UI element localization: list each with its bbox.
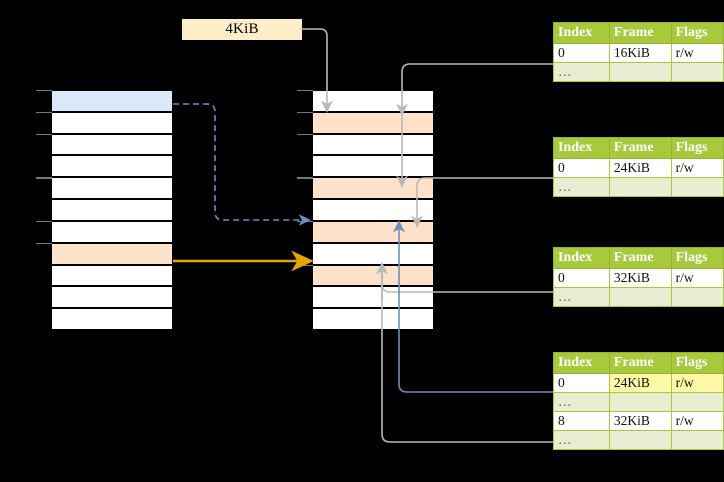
page-table-1-cell-1-2 (670, 62, 724, 82)
page-table-4-header-2: Flags (670, 352, 724, 374)
page-table-4-cell-0-0: 0 (553, 373, 610, 393)
virtual-page-row-9 (52, 264, 172, 287)
page-table-1-cell-1-1 (608, 62, 672, 82)
physical-frame-row-11 (313, 308, 433, 330)
page-size-label: 4KiB (182, 19, 302, 40)
virtual-page-row-6 (52, 199, 172, 221)
page-table-1-row-1: … (553, 62, 724, 82)
page-table-2-cell-1-1 (608, 177, 672, 197)
page-table-1-header-2: Flags (670, 22, 724, 44)
page-table-4-cell-2-1: 32KiB (608, 411, 672, 431)
page-table-3-cell-1-1 (608, 287, 672, 307)
page-table-4-cell-1-2 (670, 392, 724, 412)
physical-frame-row-4 (313, 155, 433, 178)
virtual-page-row-11 (52, 308, 172, 330)
page-table-3-cell-0-2: r/w (670, 268, 724, 288)
page-table-3-row-1: … (553, 287, 724, 307)
mid-tick-1 (297, 90, 313, 92)
mid-tick-9 (297, 264, 313, 266)
page-table-3-cell-0-0: 0 (553, 268, 610, 288)
page-table-3-header-1: Frame (608, 247, 672, 269)
page-table-4-header-0: Index (553, 352, 610, 374)
page-table-2-cell-1-0: … (553, 177, 610, 197)
left-tick-3 (36, 133, 52, 136)
page-table-1-cell-0-0: 0 (553, 43, 610, 63)
page-table-3-cell-1-0: … (553, 287, 610, 307)
page-table-3-cell-1-2 (670, 287, 724, 307)
page-table-4-cell-1-1 (608, 392, 672, 412)
left-tick-7 (36, 220, 52, 223)
virtual-page-row-8 (52, 242, 172, 265)
page-table-4-row-3: … (553, 430, 724, 450)
page-table-1-cell-1-0: … (553, 62, 610, 82)
mid-tick-7 (297, 220, 313, 223)
page-table-1-header-1: Frame (608, 22, 672, 44)
page-table-2-row-1: … (553, 177, 724, 197)
physical-frame-row-6 (313, 199, 433, 221)
page-table-2-cell-1-2 (670, 177, 724, 197)
page-table-4-cell-0-1: 24KiB (608, 373, 672, 393)
virtual-page-row-4 (52, 155, 172, 178)
virtual-page-row-2 (52, 111, 172, 134)
page-table-4-cell-2-2: r/w (670, 411, 724, 431)
page-table-1-header-0: Index (553, 22, 610, 44)
page-table-4-header-1: Frame (608, 352, 672, 374)
virtual-page-row-10 (52, 286, 172, 309)
physical-frame-row-8 (313, 242, 433, 265)
page-table-4-cell-3-0: … (553, 430, 610, 450)
connector-vpage-to-frame-dashed (173, 103, 311, 226)
page-table-2-header-0: Index (553, 137, 610, 159)
virtual-page-row-7 (52, 220, 172, 243)
virtual-page-row-3 (52, 133, 172, 156)
page-table-3-header-0: Index (553, 247, 610, 269)
page-table-4-cell-0-2: r/w (670, 373, 724, 393)
left-tick-1 (36, 90, 52, 92)
connector-table2-to-frame (411, 177, 553, 228)
left-tick-2 (36, 111, 52, 114)
virtual-page-row-1 (52, 90, 172, 112)
page-table-2-header-2: Flags (670, 137, 724, 159)
page-table-3-header-2: Flags (670, 247, 724, 269)
page-table-2-header-1: Frame (608, 137, 672, 159)
physical-frame-row-3 (313, 133, 433, 156)
page-table-4-cell-1-0: … (553, 392, 610, 412)
physical-frame-row-10 (313, 286, 433, 309)
physical-frame-row-7 (313, 220, 433, 243)
physical-frame-row-5 (313, 177, 433, 200)
page-table-4-row-1: … (553, 392, 724, 412)
page-table-1-cell-0-2: r/w (670, 43, 724, 63)
connector-vertical-left-gray (383, 440, 421, 447)
page-table-1-cell-0-1: 16KiB (608, 43, 672, 63)
page-table-2-cell-0-0: 0 (553, 158, 610, 178)
physical-frame-row-2 (313, 111, 433, 134)
virtual-page-row-5 (52, 177, 172, 200)
physical-frame-row-1 (313, 90, 433, 112)
page-table-4-cell-3-1 (608, 430, 672, 450)
page-table-3-cell-0-1: 32KiB (608, 268, 672, 288)
page-table-2-cell-0-2: r/w (670, 158, 724, 178)
mid-tick-2 (297, 111, 313, 114)
page-table-4-cell-2-0: 8 (553, 411, 610, 431)
page-table-2-cell-0-1: 24KiB (608, 158, 672, 178)
mid-tick-3 (297, 133, 313, 136)
left-tick-5 (36, 177, 52, 179)
page-table-4-cell-3-2 (670, 430, 724, 450)
mid-tick-5 (297, 177, 313, 179)
left-tick-8 (36, 242, 52, 245)
physical-frame-row-9 (313, 264, 433, 287)
